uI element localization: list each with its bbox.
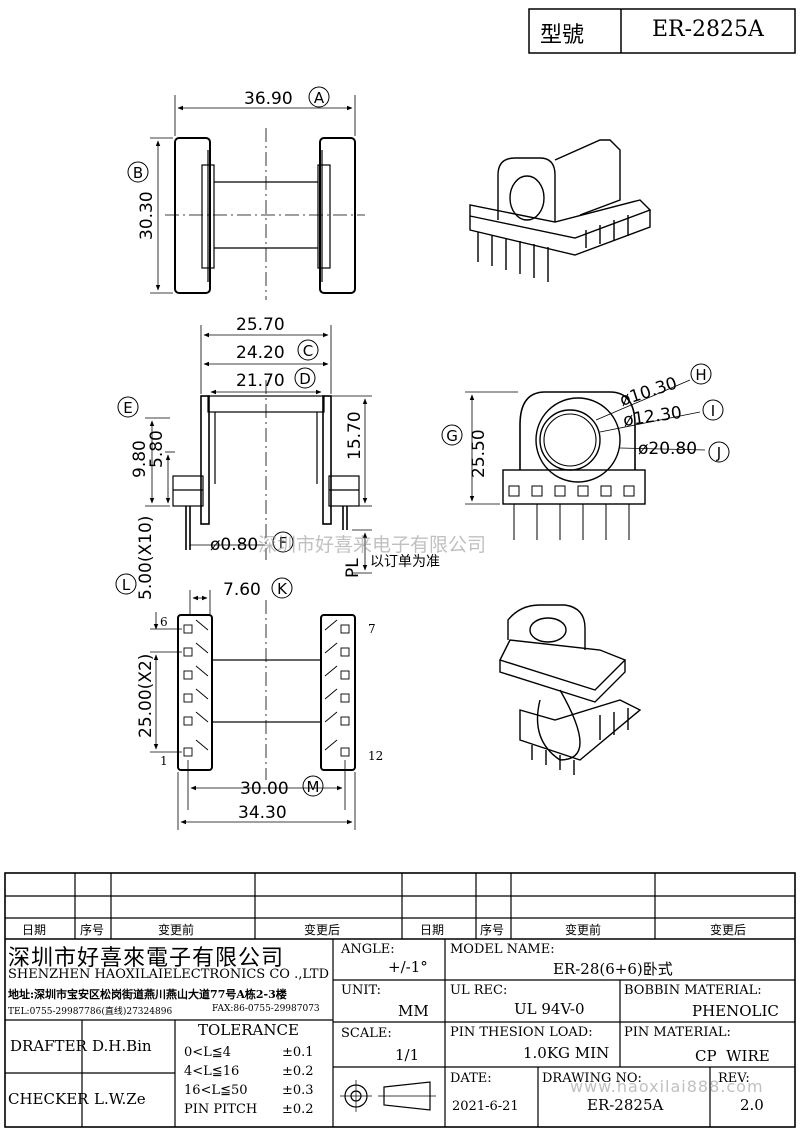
dim-e-value: 9.80 xyxy=(130,440,150,478)
scale-value: 1/1 xyxy=(395,1046,420,1064)
front-view xyxy=(145,325,372,574)
pin-material-label: PIN MATERIAL: xyxy=(624,1025,731,1040)
dim-j-tag: J xyxy=(716,444,721,462)
dim-a-value: 36.90 xyxy=(244,89,293,109)
dim-g-value: 25.50 xyxy=(469,429,489,478)
rev-header-before-1: 变更前 xyxy=(158,923,195,937)
side-view xyxy=(465,379,706,540)
ul-label: UL REC: xyxy=(450,983,508,998)
company-name-cn: 深圳市好喜來電子有限公司 xyxy=(8,946,285,971)
dim-m-value: 30.00 xyxy=(240,779,289,799)
tolerance-title: TOLERANCE xyxy=(198,1021,299,1039)
dim-b-tag: B xyxy=(133,164,143,182)
checker-label: CHECKER xyxy=(8,1090,89,1108)
dim-i-tag: I xyxy=(711,402,715,420)
tolerance-range-4: PIN PITCH xyxy=(184,1102,258,1117)
pin-1-label: 1 xyxy=(160,754,168,768)
dim-5-80: 5.80 xyxy=(147,430,167,468)
drawing-no-label: DRAWING NO: xyxy=(542,1071,642,1086)
pl-note: 以订单为准 xyxy=(370,554,440,570)
pin-material-value: CP WIRE xyxy=(695,1047,770,1065)
checker-value: L.W.Ze xyxy=(94,1090,146,1108)
pin-load-label: PIN THESION LOAD: xyxy=(450,1025,593,1040)
model-name-label: MODEL NAME: xyxy=(450,942,555,957)
company-fax: FAX:86-0755-29987073 xyxy=(212,1004,320,1014)
tolerance-range-3: 16<L≦50 xyxy=(184,1083,248,1098)
tolerance-range-1: 0<L≦4 xyxy=(184,1045,231,1060)
pin-6-label: 6 xyxy=(160,615,168,629)
dim-15-70: 15.70 xyxy=(345,411,365,460)
dim-d-tag: D xyxy=(299,370,311,388)
title-block-grid xyxy=(4,872,796,1128)
angle-label: ANGLE: xyxy=(341,942,395,957)
dim-l-tag: L xyxy=(122,576,131,594)
dim-l-value: 5.00(X10) xyxy=(136,516,156,600)
tolerance-value-2: ±0.2 xyxy=(282,1064,314,1079)
pin-load-value: 1.0KG MIN xyxy=(523,1044,610,1062)
unit-label: UNIT: xyxy=(341,983,382,998)
top-view xyxy=(150,95,365,300)
projection-symbol xyxy=(340,1080,436,1112)
rev-header-date-2: 日期 xyxy=(420,923,445,937)
unit-value: MM xyxy=(398,1002,429,1020)
rev-header-after-1: 变更后 xyxy=(304,923,341,937)
rev-header-no-1: 序号 xyxy=(80,923,105,937)
dim-c-value: 24.20 xyxy=(236,343,285,363)
model-label: 型號 xyxy=(540,23,585,48)
rev-header-no-2: 序号 xyxy=(480,923,505,937)
ul-value: UL 94V-0 xyxy=(514,1000,585,1018)
tolerance-range-2: 4<L≦16 xyxy=(184,1064,240,1079)
dim-m-tag: M xyxy=(307,778,320,796)
pin-view xyxy=(150,590,356,830)
isometric-view-bottom xyxy=(499,604,642,775)
dim-g-tag: G xyxy=(446,427,458,445)
dim-f-value: ø0.80 xyxy=(210,535,258,555)
dim-34-30: 34.30 xyxy=(238,803,287,823)
dim-j-value: ø20.80 xyxy=(638,439,697,459)
dim-e-tag: E xyxy=(123,399,132,417)
dim-b-value: 30.30 xyxy=(137,191,157,240)
dim-k-value: 7.60 xyxy=(223,580,261,600)
pin-12-label: 12 xyxy=(368,749,383,763)
date-label: DATE: xyxy=(450,1071,492,1086)
dim-f-tag: F xyxy=(279,534,288,552)
model-value: ER-2825A xyxy=(652,17,764,42)
model-name-value: ER-28(6+6)卧式 xyxy=(553,960,673,978)
rev-label: REV: xyxy=(718,1071,750,1086)
tolerance-value-3: ±0.3 xyxy=(282,1083,314,1098)
dim-d-value: 21.70 xyxy=(236,371,285,391)
bobbin-label: BOBBIN MATERIAL: xyxy=(624,983,762,998)
isometric-view-top xyxy=(469,139,652,282)
dim-h-tag: H xyxy=(695,366,706,384)
date-value: 2021-6-21 xyxy=(452,1099,519,1114)
pin-7-label: 7 xyxy=(368,622,376,636)
rev-header-date-1: 日期 xyxy=(22,923,47,937)
rev-value: 2.0 xyxy=(740,1096,764,1114)
scale-label: SCALE: xyxy=(341,1026,392,1041)
dim-overall-width: 25.70 xyxy=(236,315,285,335)
watermark-website: www.haoxilai888.com xyxy=(570,1077,764,1096)
company-address: 地址:深圳市宝安区松岗街道燕川燕山大道77号A栋2-3楼 xyxy=(8,988,287,1001)
dim-25-00: 25.00(X2) xyxy=(136,654,156,738)
dim-pl: PL xyxy=(343,558,363,578)
angle-value: +/-1° xyxy=(388,958,428,976)
dim-a-tag: A xyxy=(314,89,325,107)
rev-header-after-2: 变更后 xyxy=(710,923,747,937)
drafter-value: D.H.Bin xyxy=(92,1037,152,1055)
dim-c-tag: C xyxy=(303,342,313,360)
tolerance-value-4: ±0.2 xyxy=(282,1102,314,1117)
bobbin-value: PHENOLIC xyxy=(692,1002,779,1020)
rev-header-before-2: 变更前 xyxy=(565,923,602,937)
drawing-no-value: ER-2825A xyxy=(587,1096,664,1114)
drafter-label: DRAFTER xyxy=(10,1037,87,1055)
watermark-company: 深圳市好喜来电子有限公司 xyxy=(258,534,487,556)
tolerance-value-1: ±0.1 xyxy=(282,1045,314,1060)
company-tel: TEL:0755-29987786(直线)27324896 xyxy=(8,1007,173,1017)
dim-k-tag: K xyxy=(277,580,288,598)
company-name-en: SHENZHEN HAOXILAIELECTRONICS CO .,LTD xyxy=(8,967,330,982)
